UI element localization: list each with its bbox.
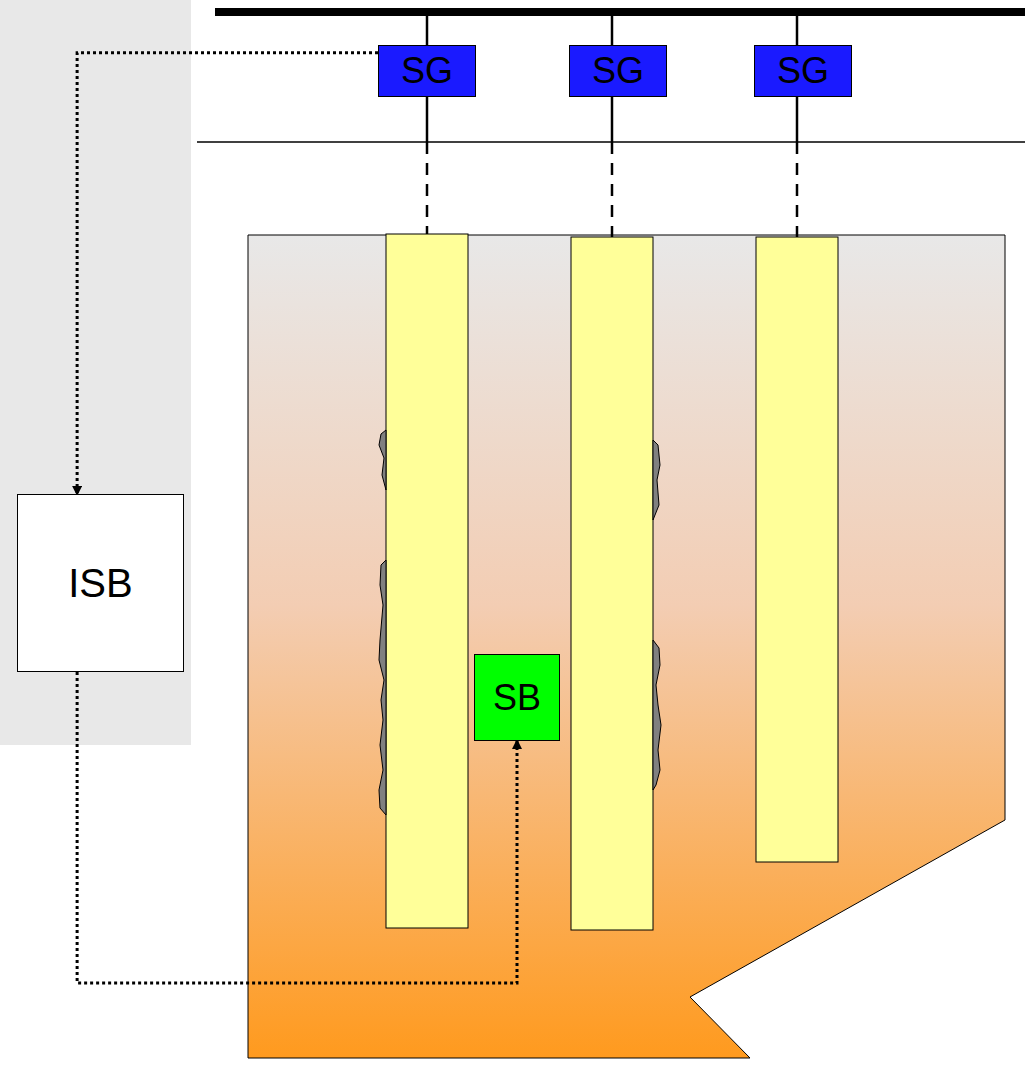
node-label: ISB xyxy=(68,563,132,603)
slag-deposits xyxy=(379,430,661,815)
top-bus xyxy=(215,8,1025,16)
heat-exchanger-tubes xyxy=(386,234,838,930)
signal-connector xyxy=(77,672,517,983)
side-panel xyxy=(0,0,191,745)
sensor-leads xyxy=(427,12,797,237)
controller-box: ISB xyxy=(17,494,184,672)
sensor-box: SG xyxy=(754,45,852,97)
sensor-box: SG xyxy=(378,45,476,97)
sensor-box: SG xyxy=(569,45,667,97)
boiler-outline xyxy=(248,235,1005,1058)
node-label: SG xyxy=(777,53,829,89)
sootblower-box: SB xyxy=(474,654,560,741)
node-label: SB xyxy=(493,680,541,716)
node-label: SG xyxy=(592,53,644,89)
signal-connector xyxy=(77,53,378,494)
node-label: SG xyxy=(401,53,453,89)
